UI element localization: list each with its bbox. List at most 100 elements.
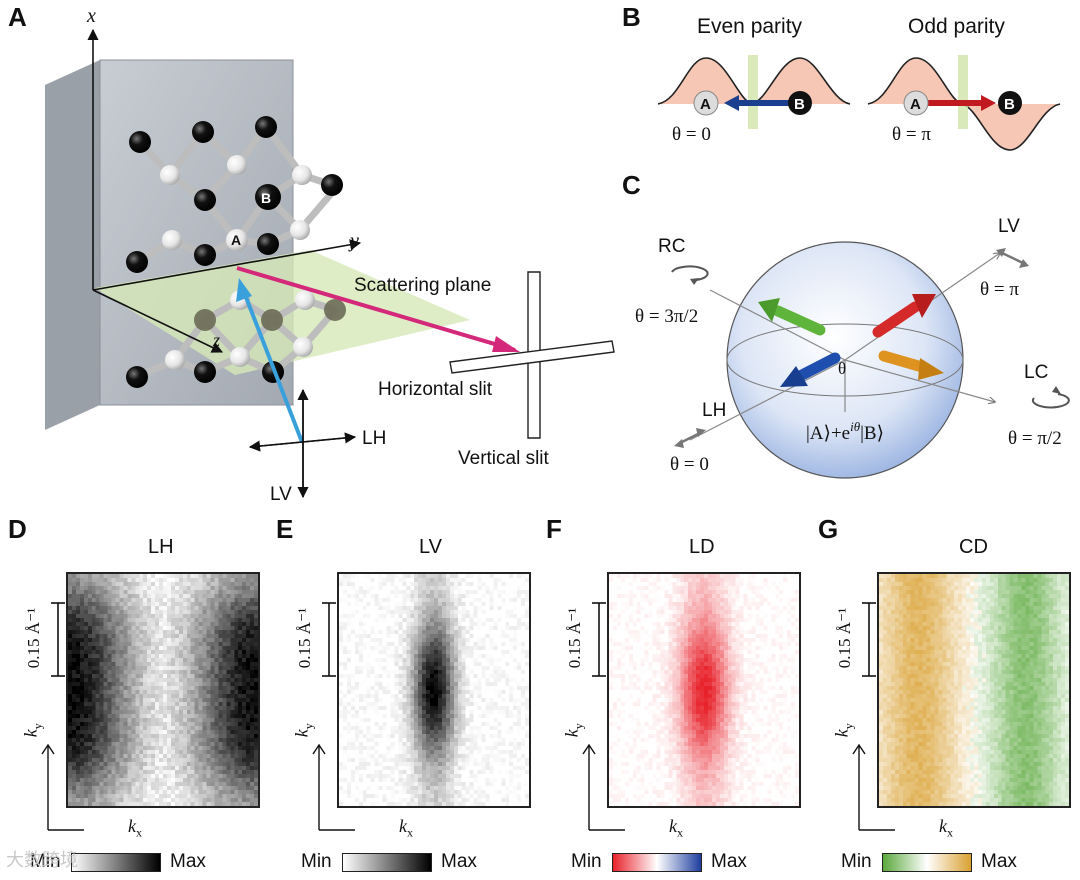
kx-label: kx [399,816,413,841]
heatmap-axes [582,602,625,831]
ky-label-sub: y [571,723,586,730]
state-equation: |A⟩+eiθ|B⟩ [806,419,884,444]
heatmap-title: LD [689,536,715,558]
heatmap-axes [312,602,355,831]
rc-theta: θ = 3π/2 [635,306,698,327]
colorbar [612,853,702,872]
heatmap-title: LV [419,536,442,558]
odd-atom-a: A [910,96,921,113]
ky-label-sub: y [301,723,316,730]
colorbar-max: Max [711,851,747,872]
kx-label: kx [669,816,683,841]
panel-label-a: A [8,2,27,32]
atom-b-label: B [261,190,271,206]
heatmap-title: CD [959,536,988,558]
ky-label: ky [21,723,46,737]
heatmap-image [609,574,799,806]
orange-arrow [878,350,944,380]
k-axes [41,743,84,831]
lv-label-c: LV [998,216,1020,237]
kx-label-k: k [399,816,407,836]
incident-beam-head [236,278,252,302]
panel-label-d: D [8,514,27,544]
panel-a-diagram: B A x y z LH LV Scattering plane Horizon… [45,5,615,505]
colorbar-max: Max [170,851,206,872]
heatmap-image [339,574,529,806]
atom-a-label: A [231,232,241,248]
incident-beam-arrow [242,291,304,443]
axis-z-label: z [212,330,220,350]
axis-x-label: x [86,5,96,27]
panel-label-c: C [622,170,641,200]
k-axes [582,743,625,831]
odd-atom-b: B [1004,96,1015,113]
even-arrow-head [724,95,739,111]
ky-label-k: k [20,729,41,738]
lc-circle-icon [1031,393,1070,409]
colorbar-min: Min [30,851,61,872]
blue-arrow [780,352,841,387]
axes [87,28,362,353]
scale-bar-label: 0.15 Å⁻¹ [565,607,584,669]
even-atom-b: B [794,96,805,113]
even-parity-wave [657,55,851,129]
heatmap-plot [337,572,531,808]
ky-label-k: k [291,729,312,738]
odd-theta: θ = π [892,124,931,145]
vertical-slit-label: Vertical slit [458,448,550,469]
rc-circle-icon [671,265,709,281]
heatmap-plot [607,572,801,808]
kx-label: kx [128,816,142,841]
panel-c-diagram: θ RC θ = 3π/2 LV θ = π LH θ = 0 LC θ = π… [635,216,1070,479]
colorbar-min: Min [841,851,872,872]
heatmap-title: LH [148,536,174,558]
ky-label-k: k [831,729,852,738]
scale-bar [51,602,65,677]
horizontal-slit [449,340,615,374]
state-equation-exponent: iθ [850,419,861,434]
lv-double-arrow-icon [999,250,1026,266]
heatmap-axes [41,602,84,831]
ky-label: ky [292,723,317,737]
red-arrow [872,294,936,338]
panel-label-f: F [546,514,562,544]
scale-bar-label: 0.15 Å⁻¹ [24,607,43,669]
axis-y-label: y [348,230,359,252]
rc-label: RC [658,236,685,257]
odd-parity-title: Odd parity [908,15,1005,38]
state-equation-suffix: |B⟩ [860,423,884,444]
ky-label-sub: y [30,723,45,730]
colorbar-min: Min [301,851,332,872]
colorbar-max: Max [981,851,1017,872]
lv-label: LV [270,484,292,505]
panel-label-e: E [276,514,294,544]
lh-theta: θ = 0 [670,454,709,475]
scale-bar [862,602,876,677]
kx-label-sub: x [947,825,953,840]
kx-label-k: k [669,816,677,836]
panel-label-b: B [622,2,641,32]
scale-bar [322,602,336,677]
scale-bar-label: 0.15 Å⁻¹ [835,607,854,669]
kx-label-k: k [939,816,947,836]
heatmap-image [879,574,1069,806]
ky-label: ky [562,723,587,737]
state-equation-prefix: |A⟩+e [806,423,850,444]
heatmap-plot [877,572,1071,808]
even-atom-a: A [700,96,711,113]
colorbar-min: Min [571,851,602,872]
lh-label: LH [362,428,386,449]
panel-label-g: G [818,514,839,544]
panel-b-diagram: Even parity Odd parity A B θ = 0 A B θ =… [657,15,1061,151]
lv-theta: θ = π [980,279,1019,300]
scattered-beam-head [492,336,520,352]
colorbar [882,853,972,872]
heatmap-plot [66,572,260,808]
heatmap-axes [852,602,895,831]
colorbar [342,853,432,872]
k-axes [852,743,895,831]
lc-theta: θ = π/2 [1008,428,1062,449]
k-axes [312,743,355,831]
kx-label: kx [939,816,953,841]
kx-label-sub: x [407,825,413,840]
